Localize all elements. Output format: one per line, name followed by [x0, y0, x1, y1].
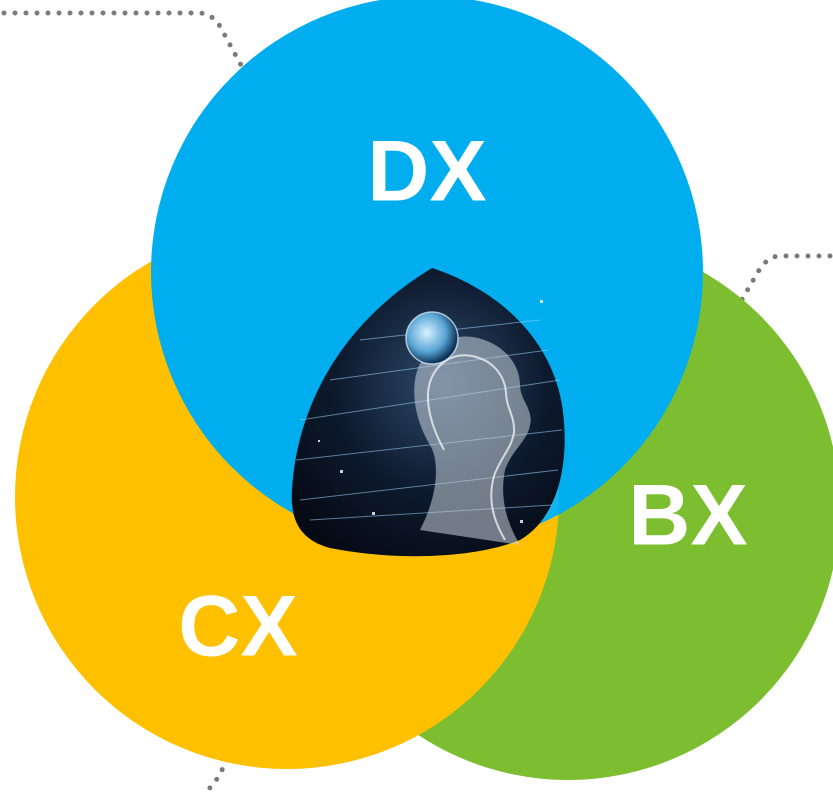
label-cx: CX — [178, 579, 297, 675]
ai-head-globe-image — [291, 268, 565, 557]
label-dx: DX — [367, 124, 486, 220]
connector-bx — [713, 253, 833, 347]
label-bx: BX — [628, 468, 747, 564]
connector-cx — [202, 747, 235, 794]
connector-dx — [1, 10, 265, 107]
